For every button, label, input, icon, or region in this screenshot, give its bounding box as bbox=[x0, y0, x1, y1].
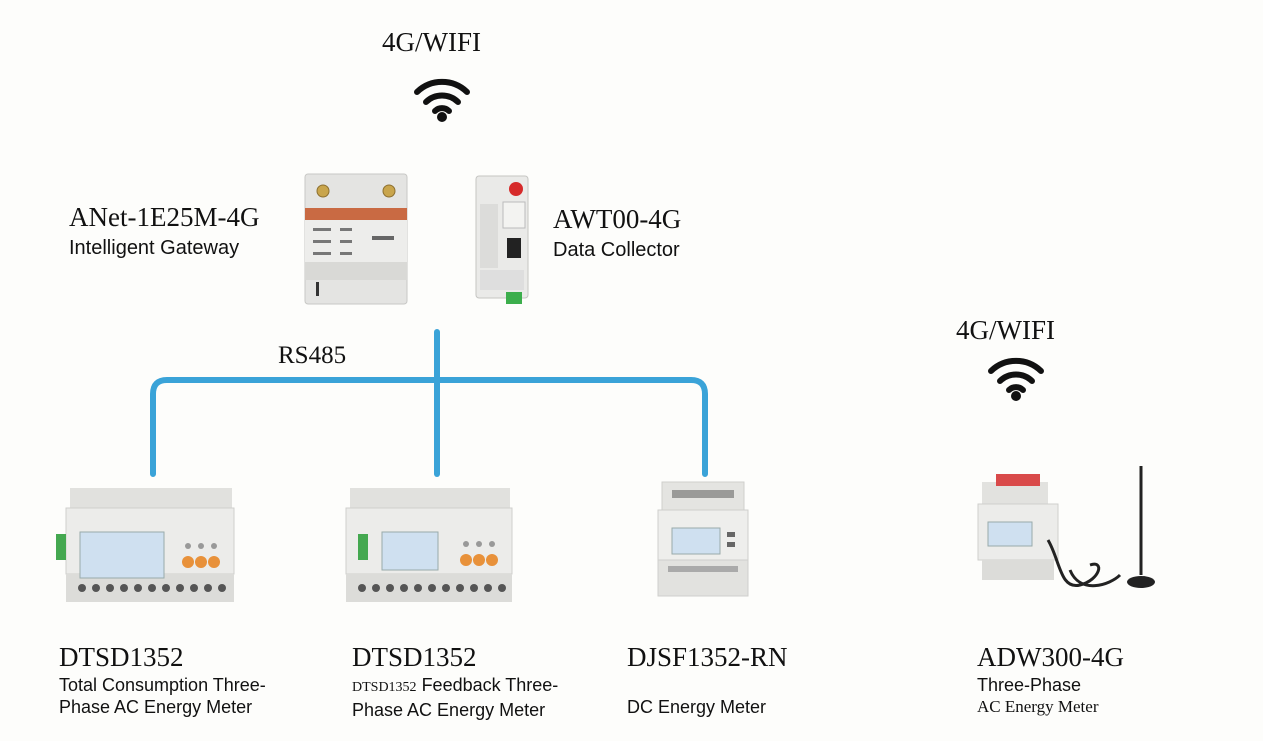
gateway-model: ANet-1E25M-4G bbox=[69, 202, 260, 232]
collector-device-image bbox=[475, 175, 529, 304]
meter-1-description-line1: Total Consumption Three- bbox=[59, 675, 266, 695]
rs485-bus bbox=[150, 329, 708, 477]
meter-3-device-image bbox=[657, 481, 749, 597]
meter-2-model: DTSD1352 bbox=[352, 642, 477, 672]
meter-1-label: DTSD1352 Total Consumption Three- Phase … bbox=[59, 642, 266, 718]
collector-description: Data Collector bbox=[553, 239, 680, 261]
meter-3-description-line1: DC Energy Meter bbox=[627, 697, 767, 717]
meter-2-description-text: Feedback Three- bbox=[416, 675, 559, 695]
meter-1-model: DTSD1352 bbox=[59, 642, 184, 672]
gateway-description: Intelligent Gateway bbox=[69, 237, 240, 259]
top-network-label: 4G/WIFI bbox=[382, 27, 481, 57]
meter-1-device-image bbox=[56, 488, 235, 602]
meter-4-description-line2: AC Energy Meter bbox=[977, 697, 1099, 716]
meter-2-description-prefix: DTSD1352 bbox=[352, 680, 417, 695]
meter-4-model: ADW300-4G bbox=[977, 642, 1124, 672]
gateway-device-image bbox=[304, 173, 408, 305]
meter-4-device-image bbox=[977, 466, 1155, 588]
wifi-icon bbox=[988, 357, 1044, 401]
collector-model: AWT00-4G bbox=[553, 204, 682, 234]
gateway-label: ANet-1E25M-4G Intelligent Gateway bbox=[69, 202, 259, 260]
meter-2-device-image bbox=[345, 488, 513, 602]
meter-2-description-line1: DTSD1352 Feedback Three- bbox=[352, 674, 558, 699]
right-network-label: 4G/WIFI bbox=[956, 315, 1055, 345]
meter-2-label: DTSD1352 DTSD1352 Feedback Three- Phase … bbox=[352, 642, 558, 721]
meter-1-description-line2: Phase AC Energy Meter bbox=[59, 697, 253, 717]
collector-label: AWT00-4G Data Collector bbox=[553, 204, 681, 262]
bus-trunk bbox=[150, 377, 708, 477]
meter-3-label: DJSF1352-RN DC Energy Meter bbox=[627, 642, 788, 718]
meter-4-description-line1: Three-Phase bbox=[977, 675, 1082, 695]
wifi-icon bbox=[414, 78, 470, 122]
meter-4-label: ADW300-4G Three-Phase AC Energy Meter bbox=[977, 642, 1124, 717]
meter-2-description-line2: Phase AC Energy Meter bbox=[352, 700, 546, 720]
meter-3-model: DJSF1352-RN bbox=[627, 642, 788, 672]
bus-label: RS485 bbox=[278, 342, 347, 369]
